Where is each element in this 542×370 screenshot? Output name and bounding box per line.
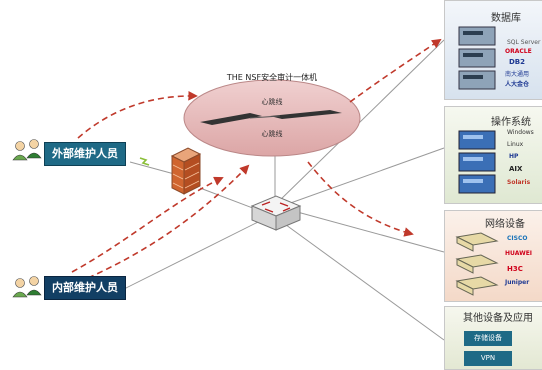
external-maintainers-label: 外部维护人员	[44, 142, 126, 166]
heartbeat-bottom-label: 心跳线	[262, 129, 283, 138]
brand-h3c: H3C	[507, 265, 523, 273]
line-int-switch	[123, 221, 259, 290]
brand-windows: Windows	[507, 129, 534, 136]
line-ext-firewall	[129, 161, 179, 176]
os-title: 操作系统	[491, 117, 531, 128]
other-panel: 其他设备及应用 存储设备 VPN	[444, 306, 542, 370]
brand-sqlserver: SQL Server	[507, 39, 541, 46]
brand-aix: AIX	[509, 165, 523, 173]
database-panel: 数据库 SQL Server ORACLE DB2 南大通用 人大金仓	[444, 0, 542, 100]
other-title: 其他设备及应用	[463, 313, 533, 324]
heartbeat-top-label: 心跳线	[262, 97, 283, 106]
network-title: 网络设备	[485, 219, 525, 230]
arrow-appliance-to-network	[307, 161, 414, 237]
access-arrows	[71, 38, 442, 279]
internal-maintainers-label: 内部维护人员	[44, 276, 126, 300]
arrow-appliance-to-database	[349, 38, 442, 103]
appliance-device-icon	[200, 110, 342, 125]
brand-solaris: Solaris	[507, 179, 531, 186]
os-server-icon	[458, 130, 496, 194]
line-to-network	[289, 209, 445, 253]
brand-linux: Linux	[507, 141, 524, 148]
brand-kingbase: 人大金仓	[505, 81, 530, 88]
brand-juniper: Juniper	[505, 279, 530, 286]
brand-gbase: 南大通用	[505, 71, 530, 78]
arrow-ext-to-appliance	[77, 91, 198, 139]
firewall-icon	[170, 147, 202, 195]
database-title: 数据库	[491, 13, 521, 24]
external-users-icon	[12, 139, 42, 161]
line-to-other	[281, 221, 445, 341]
brand-huawei: HUAWEI	[505, 250, 533, 257]
network-device-icon	[455, 232, 499, 296]
storage-device-label: 存储设备	[464, 331, 512, 346]
brand-hp: HP	[509, 153, 519, 160]
arrow-int-to-appliance	[87, 164, 250, 279]
os-panel: 操作系统 Windows Linux HP AIX Solaris	[444, 106, 542, 204]
brand-db2: DB2	[509, 58, 526, 66]
brand-cisco: CISCO	[507, 235, 528, 242]
arrow-int-to-switch-low	[71, 176, 224, 273]
link-icon	[139, 157, 150, 166]
brand-oracle: ORACLE	[505, 48, 532, 55]
appliance-ellipse	[183, 79, 361, 157]
connection-lines	[123, 39, 445, 341]
internal-users-icon	[12, 276, 42, 298]
appliance-title: THE NSF安全审计一体机	[226, 72, 317, 82]
vpn-label: VPN	[464, 351, 512, 366]
network-panel: 网络设备 CISCO HUAWEI H3C Juniper	[444, 210, 542, 302]
database-server-icon	[458, 26, 496, 90]
switch-icon	[250, 195, 302, 231]
line-firewall-switch	[199, 187, 259, 211]
line-to-os	[284, 147, 445, 206]
